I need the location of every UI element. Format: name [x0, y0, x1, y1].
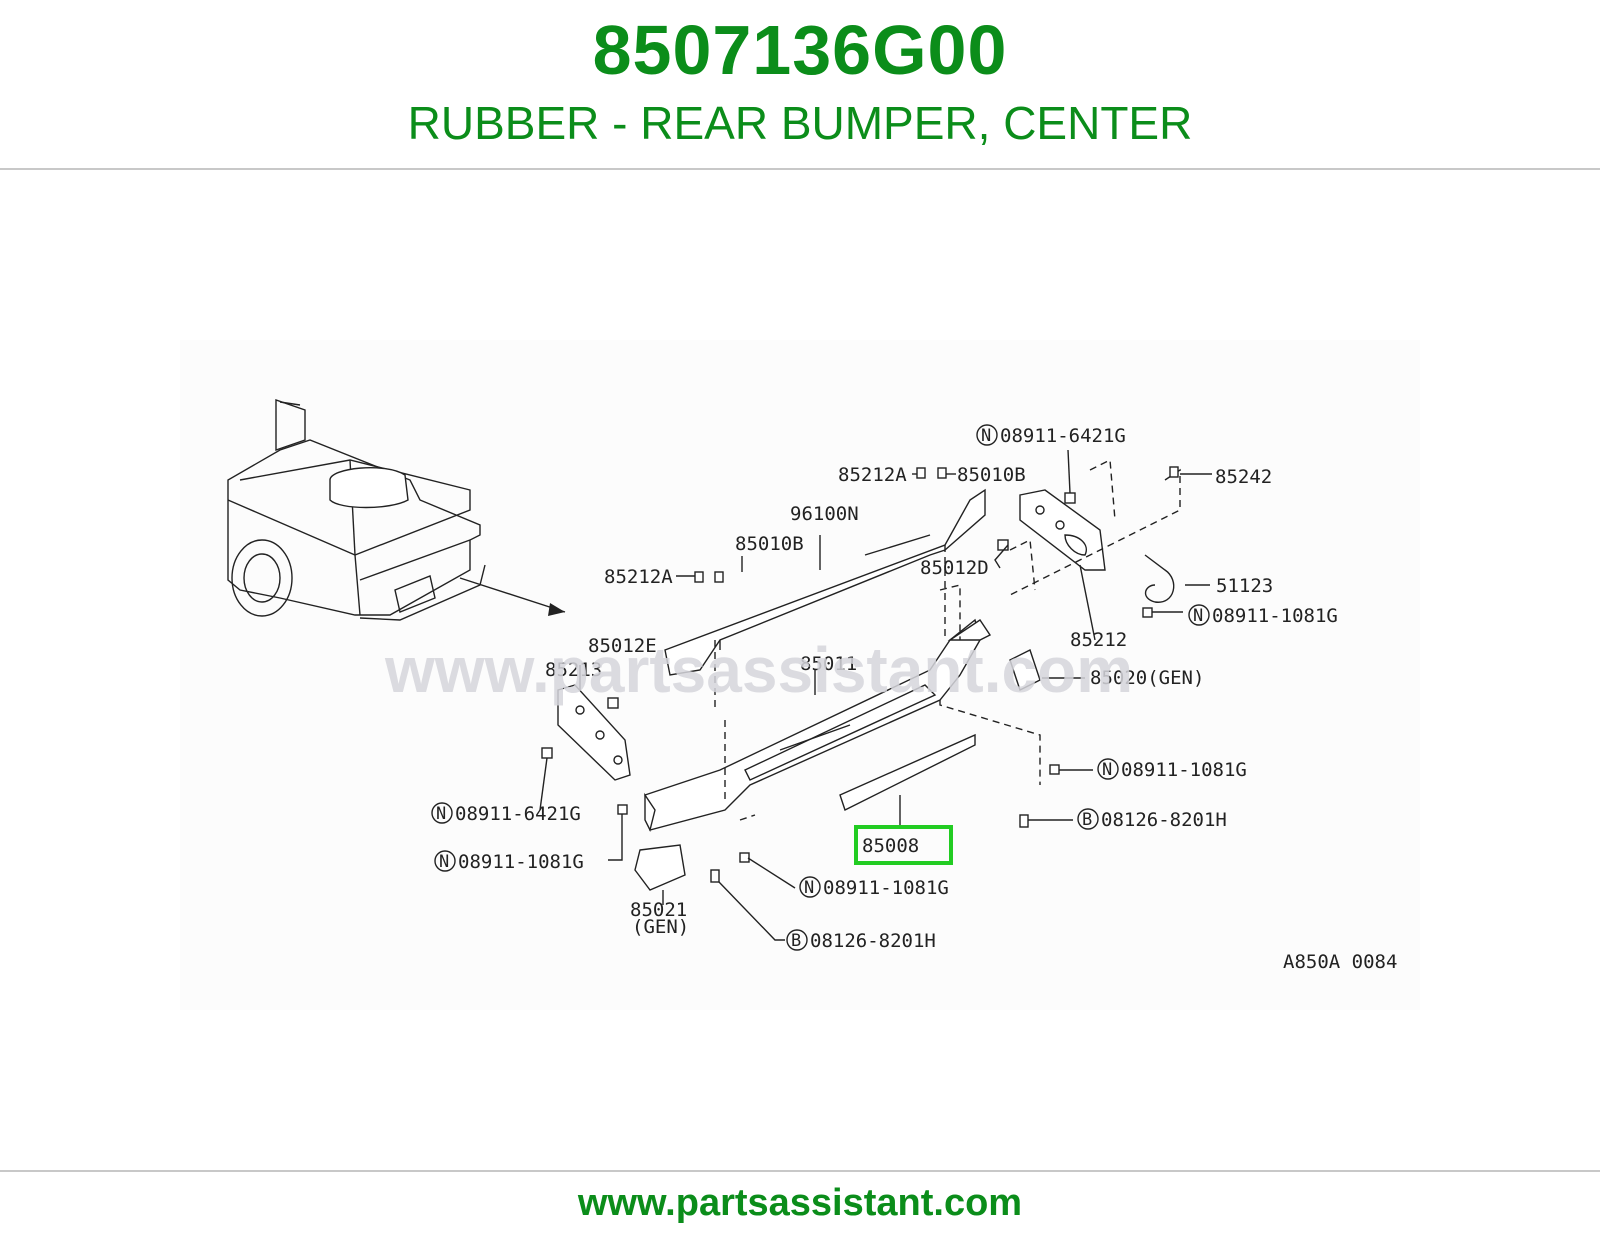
callout-08126-8201H-right: 08126-8201H: [1101, 809, 1227, 831]
callout-85012D: 85012D: [920, 557, 989, 579]
callout-85212A-top: 85212A: [838, 464, 907, 486]
n-circle-icon: [976, 424, 998, 446]
leader-lines: [539, 449, 1212, 941]
callout-85213: 85213: [545, 659, 602, 681]
page-header: 8507136G00 RUBBER - REAR BUMPER, CENTER: [0, 0, 1600, 168]
callout-85212: 85212: [1070, 629, 1127, 651]
callout-08911-1081G-right: 08911-1081G: [1212, 605, 1338, 627]
rubber-85008: [839, 733, 976, 811]
n-circle-icon: [431, 802, 453, 824]
b-circle-icon: [1077, 808, 1099, 830]
nut-08911-1081G-left: [617, 804, 628, 815]
callout-85021: 85021: [630, 899, 687, 921]
footer-divider: [0, 1170, 1600, 1172]
n-prefix: N: [1193, 606, 1203, 626]
callout-08911-6421G-left: 08911-6421G: [455, 803, 581, 825]
header-divider: [0, 168, 1600, 170]
callout-85242: 85242: [1215, 466, 1272, 488]
n-circle-icon: [799, 876, 821, 898]
callout-51123: 51123: [1216, 575, 1273, 597]
callout-08911-1081G-bottom: 08911-1081G: [823, 877, 949, 899]
clip-85012D: [997, 539, 1009, 551]
footer-url[interactable]: www.partsassistant.com: [577, 1182, 1023, 1224]
bracket-85212: [1019, 489, 1106, 571]
callout-85008: 85008: [862, 835, 919, 857]
highlight-box: [854, 825, 953, 865]
parts-diagram-svg: N 08911-6421G 85212A 85010B 85242 96100N…: [227, 399, 1397, 973]
bumper-85011: [644, 618, 992, 833]
n-prefix: N: [436, 804, 446, 824]
nut-08911-6421G-left: [541, 747, 553, 759]
callout-85010B-mid: 85010B: [735, 533, 804, 555]
b-circle-icon: [786, 929, 808, 951]
bolt-85212A-mid: [694, 571, 704, 583]
b-prefix: B: [791, 931, 801, 951]
n-circle-icon: [1188, 604, 1210, 626]
end-rubber-85020: [1009, 649, 1041, 691]
n-prefix: N: [981, 426, 991, 446]
bolt-85212A-top: [916, 467, 926, 479]
callout-labels: N 08911-6421G 85212A 85010B 85242 96100N…: [431, 424, 1397, 973]
n-prefix: N: [804, 878, 814, 898]
callout-85020: 85020(GEN): [1090, 667, 1204, 689]
parts-diagram: N 08911-6421G 85212A 85010B 85242 96100N…: [180, 340, 1420, 1010]
callout-08911-6421G-top: 08911-6421G: [1000, 425, 1126, 447]
nut-08911-1081G-mid-right: [1049, 764, 1060, 775]
callout-85010B-top: 85010B: [957, 464, 1026, 486]
nut-08911-6421G-top: [1064, 492, 1076, 504]
n-circle-icon: [434, 850, 456, 872]
truck-illustration: [227, 399, 486, 621]
n-prefix: N: [439, 852, 449, 872]
bolt-85010B-mid: [714, 571, 724, 583]
bolt-85242: [1169, 466, 1179, 478]
callout-85212A-mid: 85212A: [604, 566, 673, 588]
bolt-08126-8201H-right: [1019, 814, 1029, 828]
nut-08911-1081G-bottom: [739, 852, 750, 863]
reference-dashed-lines: [714, 458, 1181, 821]
callout-85011: 85011: [800, 653, 857, 675]
callout-08126-8201H-bottom: 08126-8201H: [810, 930, 936, 952]
hook-51123: [1144, 554, 1175, 603]
callout-08911-1081G-mid-right: 08911-1081G: [1121, 759, 1247, 781]
nut-08911-1081G-right: [1142, 607, 1153, 618]
bolt-85010B-top: [937, 467, 947, 479]
diagram-code: A850A 0084: [1283, 951, 1397, 973]
b-prefix: B: [1082, 810, 1092, 830]
watermark: www.partsassistant.com: [384, 634, 1133, 706]
n-circle-icon: [1097, 758, 1119, 780]
part-number: 8507136G00: [592, 11, 1008, 89]
bracket-85213: [557, 684, 631, 781]
clip-85012E: [607, 697, 619, 709]
bolt-08126-8201H-bottom: [710, 869, 720, 883]
callout-08911-1081G-left: 08911-1081G: [458, 851, 584, 873]
callout-85021-gen: (GEN): [632, 916, 689, 938]
direction-arrow: [459, 577, 566, 616]
part-title: RUBBER - REAR BUMPER, CENTER: [407, 97, 1193, 149]
callout-96100N: 96100N: [790, 503, 859, 525]
end-rubber-85021: [634, 844, 686, 891]
callout-85012E: 85012E: [588, 635, 657, 657]
n-prefix: N: [1102, 760, 1112, 780]
